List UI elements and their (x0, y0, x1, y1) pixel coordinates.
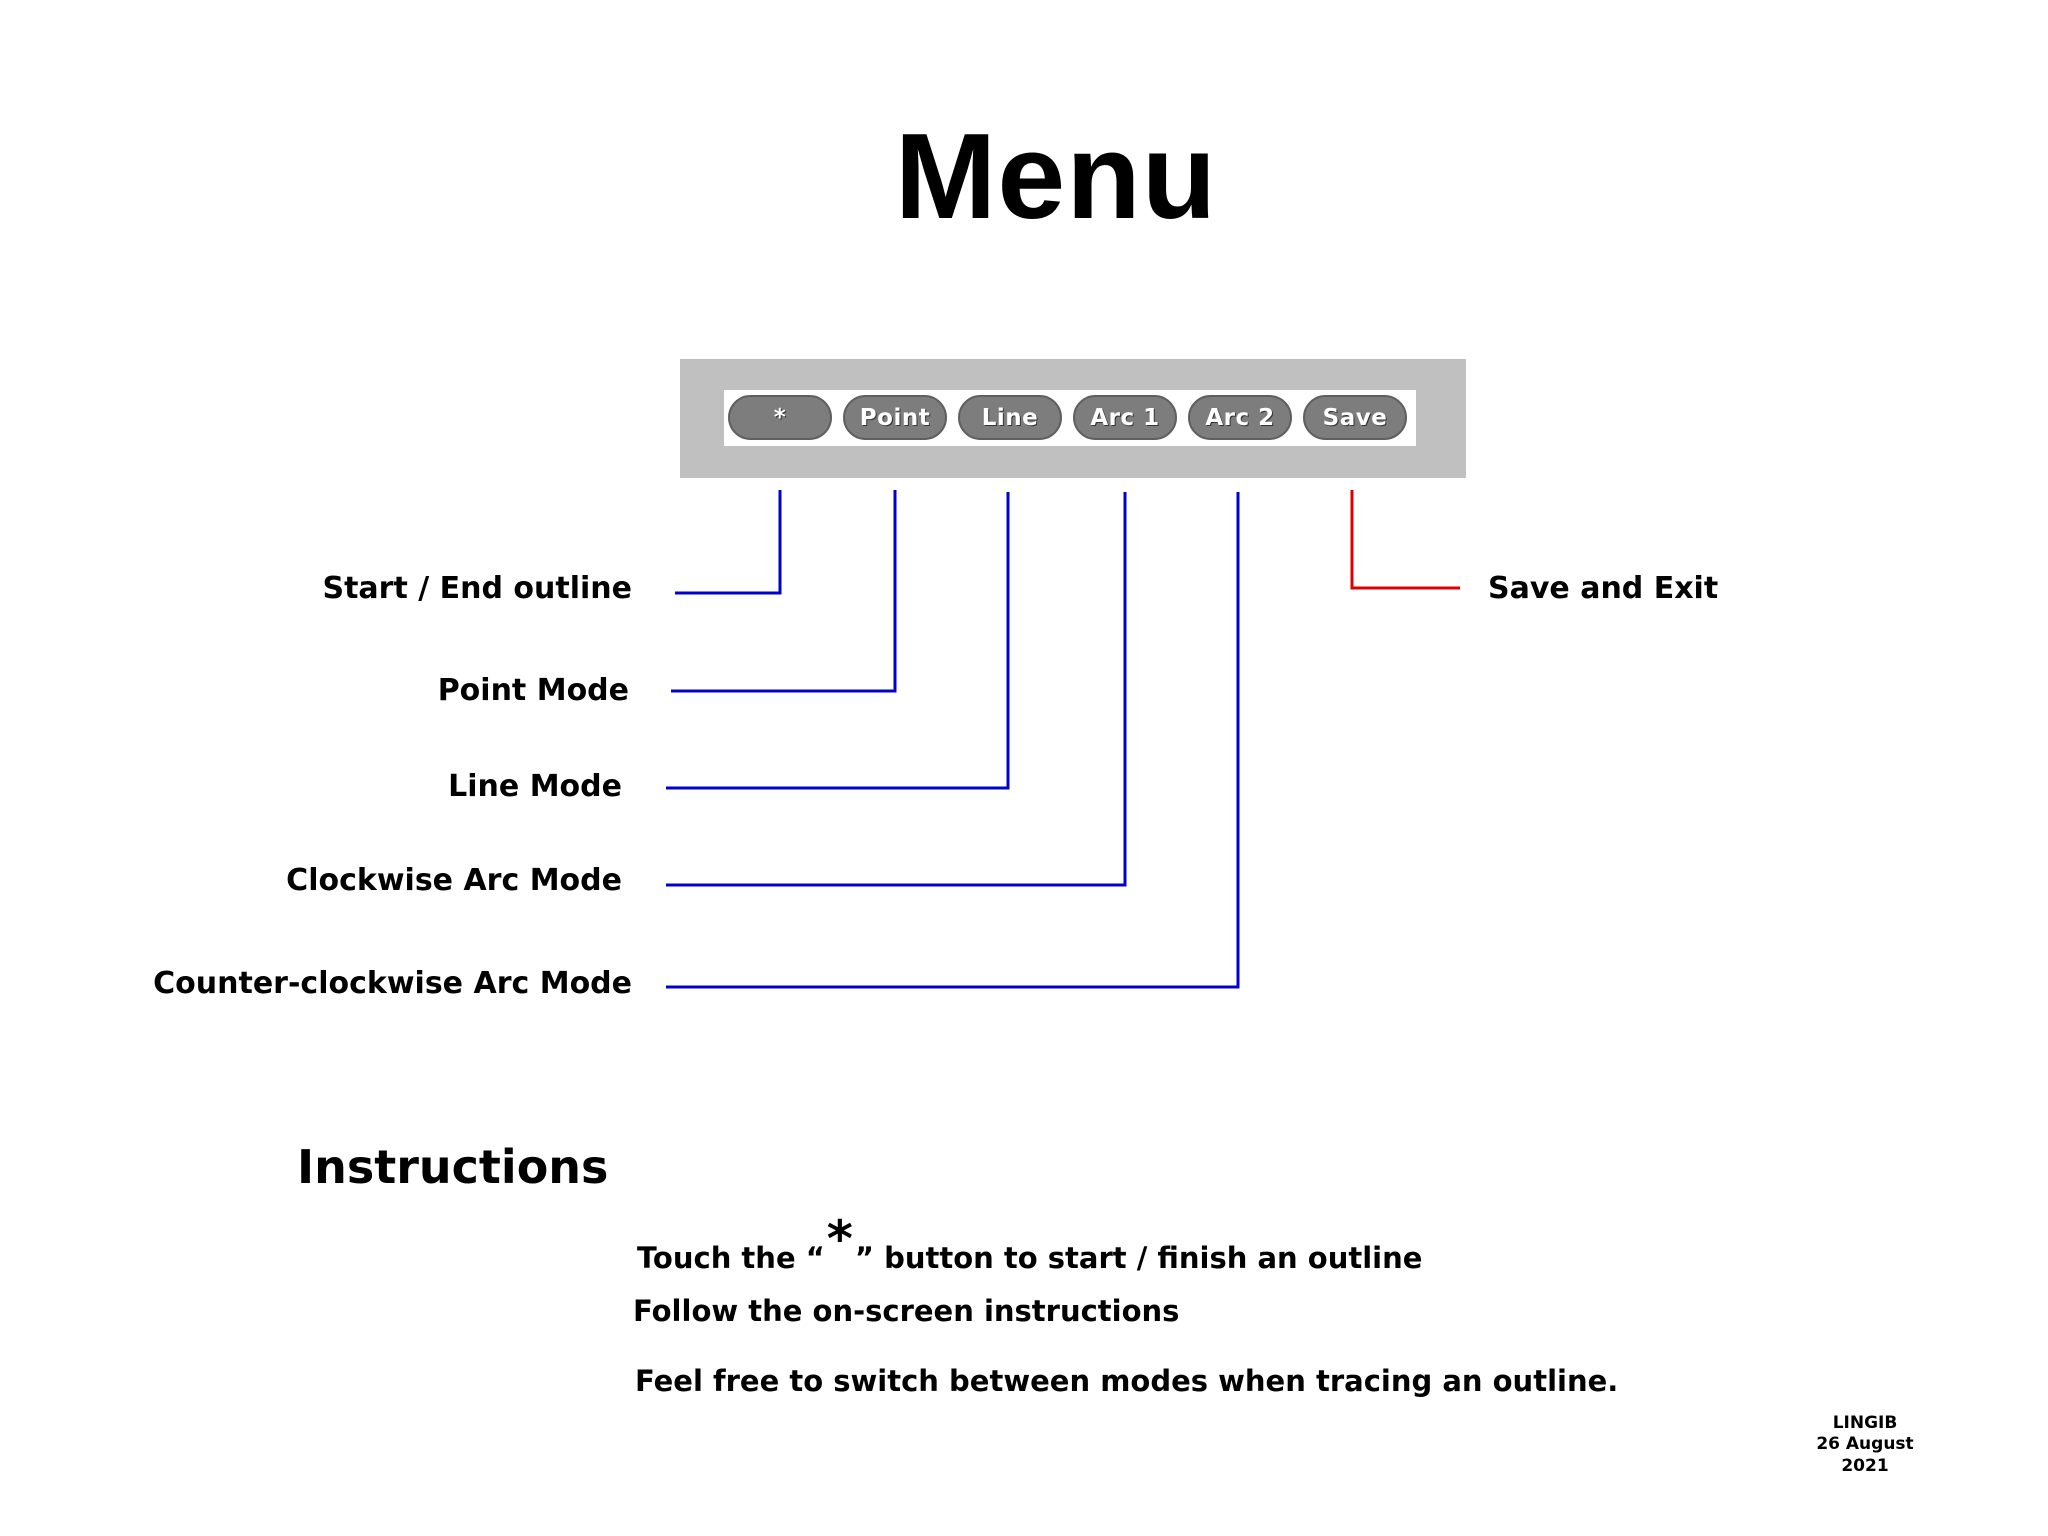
label-ccw-arc-mode: Counter-clockwise Arc Mode (153, 966, 632, 1001)
save-button[interactable]: Save (1303, 395, 1407, 440)
label-start-end: Start / End outline (322, 571, 632, 606)
connector-arc2 (666, 492, 1240, 989)
star-button[interactable]: * (728, 395, 832, 440)
page-title: Menu (894, 108, 1218, 244)
footer-date: 26 August 2021 (1816, 1434, 1914, 1476)
connector-line (666, 492, 1010, 790)
point-button[interactable]: Point (843, 395, 947, 440)
arc1-button[interactable]: Arc 1 (1073, 395, 1177, 440)
arc2-button[interactable]: Arc 2 (1188, 395, 1292, 440)
label-cw-arc-mode: Clockwise Arc Mode (286, 863, 622, 898)
instruction-line-3: Feel free to switch between modes when t… (635, 1364, 1619, 1398)
connector-point (671, 490, 897, 693)
instruction-line-2: Follow the on-screen instructions (633, 1294, 1180, 1328)
footer-credit: LINGIB 26 August 2021 (1790, 1413, 1940, 1477)
label-save-exit: Save and Exit (1488, 571, 1719, 606)
label-line-mode: Line Mode (448, 769, 622, 804)
footer-author: LINGIB (1832, 1413, 1898, 1433)
connector-arc1 (666, 492, 1127, 887)
label-point-mode: Point Mode (437, 673, 629, 708)
instructions-heading: Instructions (297, 1140, 609, 1194)
menu-panel: * Point Line Arc 1 Arc 2 Save (680, 359, 1466, 478)
instruction-line-1-before: Touch the “ (637, 1241, 825, 1275)
instruction-line-1-after: ” button to start / finish an outline (854, 1241, 1423, 1275)
connector-start-end (675, 490, 782, 595)
instruction-line-1: Touch the “*” button to start / finish a… (637, 1214, 1423, 1276)
line-button[interactable]: Line (958, 395, 1062, 440)
connector-save (1350, 490, 1460, 590)
menu-button-strip: * Point Line Arc 1 Arc 2 Save (724, 390, 1416, 446)
star-glyph: * (826, 1210, 853, 1268)
